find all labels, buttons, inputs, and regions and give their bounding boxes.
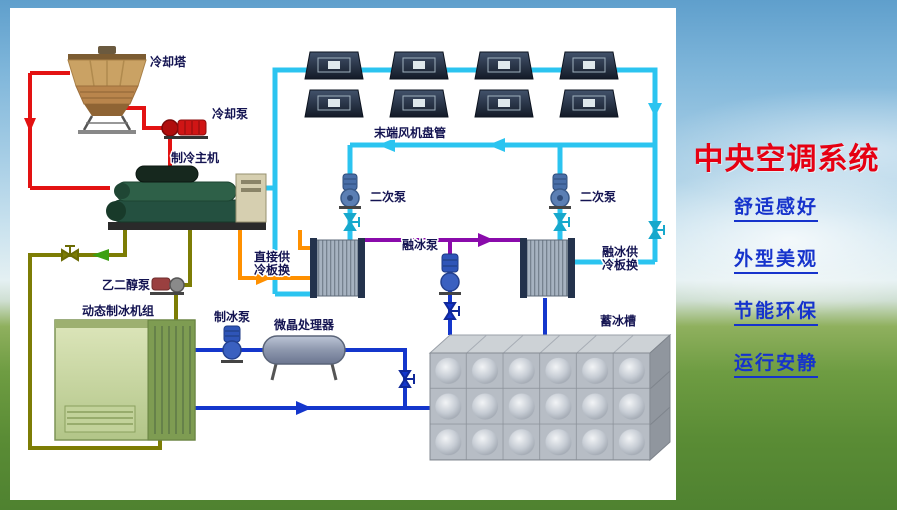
- arrow-left-icon: [92, 249, 109, 261]
- label-direct-hx-line1: 直接供: [254, 249, 290, 264]
- fan-coil-cassette: [389, 89, 449, 118]
- ice-making-pump: [221, 325, 243, 363]
- arrow-right-icon: [256, 271, 272, 285]
- marketing-sidebar: 中央空调系统 舒适感好 外型美观 节能环保 运行安静: [676, 0, 897, 510]
- pipe-direct-return: [298, 230, 310, 250]
- feature-item-energy: 节能环保: [734, 296, 819, 326]
- valve-icon: [443, 302, 460, 320]
- pipes-direct-cooling: [238, 230, 310, 280]
- label-glycol-pump: 乙二醇泵: [102, 277, 150, 292]
- label-processor: 微晶处理器: [273, 317, 335, 332]
- label-ice-tank: 蓄冰槽: [600, 313, 636, 328]
- melt-cooling-plate-hx: [520, 238, 575, 298]
- valves: [61, 213, 665, 388]
- pipe-glycol-loop: [28, 230, 162, 450]
- pipes-ice-water: [195, 290, 547, 410]
- fan-coil-cassette: [559, 51, 619, 80]
- arrow-left-icon: [488, 138, 505, 152]
- dynamic-ice-maker: [54, 319, 196, 441]
- arrow-down-icon: [24, 118, 36, 132]
- feature-item-appearance: 外型美观: [734, 244, 819, 274]
- crystal-processor: [262, 335, 346, 381]
- equipment-labels: 冷却塔 冷却泵 制冷主机 末端风机盘管 二次泵 二次泵 融冰泵 直接供 冷板换 …: [80, 53, 640, 334]
- melt-pump: [439, 253, 461, 295]
- valve-icon: [398, 370, 415, 388]
- label-secondary-pump-1: 二次泵: [370, 189, 406, 204]
- label-cooling-tower: 冷却塔: [150, 54, 187, 69]
- cooling-pump: [161, 119, 208, 139]
- pipe-glycol-supply: [182, 230, 192, 287]
- label-melt-pump: 融冰泵: [402, 237, 438, 252]
- cooling-tower: [67, 46, 147, 134]
- label-fan-coil-units: 末端风机盘管: [374, 125, 446, 140]
- fan-coil-cassette: [474, 51, 534, 80]
- fan-coil-cassette: [389, 51, 449, 80]
- pipe-tower-to-pump: [122, 106, 162, 130]
- pipes-melt-supply: [365, 238, 520, 254]
- valve-icon: [343, 213, 360, 231]
- hvac-schematic: 冷却塔 冷却泵 制冷主机 末端风机盘管 二次泵 二次泵 融冰泵 直接供 冷板换 …: [24, 46, 672, 462]
- fan-coil-cassette: [474, 89, 534, 118]
- secondary-pump-1: [339, 173, 361, 209]
- valve-icon: [553, 213, 570, 231]
- label-direct-hx-line2: 冷板换: [254, 262, 291, 277]
- ice-storage-tank: [428, 333, 672, 462]
- label-chiller: 制冷主机: [171, 150, 219, 165]
- label-melt-hx-line2: 冷板换: [602, 257, 639, 272]
- arrow-down-icon: [648, 103, 662, 117]
- label-ice-pump: 制冰泵: [214, 309, 250, 324]
- valve-icon: [648, 221, 665, 239]
- direct-cooling-plate-hx: [310, 238, 365, 298]
- feature-list: 舒适感好 外型美观 节能环保 运行安静: [734, 192, 819, 400]
- label-cooling-pump: 冷却泵: [212, 106, 248, 121]
- feature-item-comfort: 舒适感好: [734, 192, 819, 222]
- pipe-processor-to-tank: [345, 348, 407, 408]
- pipe-direct-supply: [238, 230, 310, 280]
- fan-coil-cassette: [304, 89, 364, 118]
- secondary-pump-2: [549, 173, 571, 209]
- pipe-chilled-main-loop: [272, 67, 658, 294]
- flow-arrows: [24, 103, 662, 415]
- page-title: 中央空调系统: [693, 143, 880, 176]
- arrow-right-icon: [296, 401, 312, 415]
- fan-coil-units: [304, 51, 619, 118]
- label-ice-maker: 动态制冰机组: [82, 303, 154, 318]
- glycol-pump: [150, 277, 185, 295]
- valve-icon: [61, 245, 79, 262]
- fan-coil-cassette: [304, 51, 364, 80]
- feature-item-quiet: 运行安静: [734, 348, 819, 378]
- schematic-panel: 冷却塔 冷却泵 制冷主机 末端风机盘管 二次泵 二次泵 融冰泵 直接供 冷板换 …: [10, 8, 676, 500]
- arrow-left-icon: [378, 138, 395, 152]
- arrow-right-icon: [478, 233, 494, 247]
- label-melt-hx-line1: 融冰供: [602, 244, 638, 259]
- label-secondary-pump-2: 二次泵: [580, 189, 616, 204]
- fan-coil-cassette: [559, 89, 619, 118]
- chiller-unit: [106, 165, 267, 230]
